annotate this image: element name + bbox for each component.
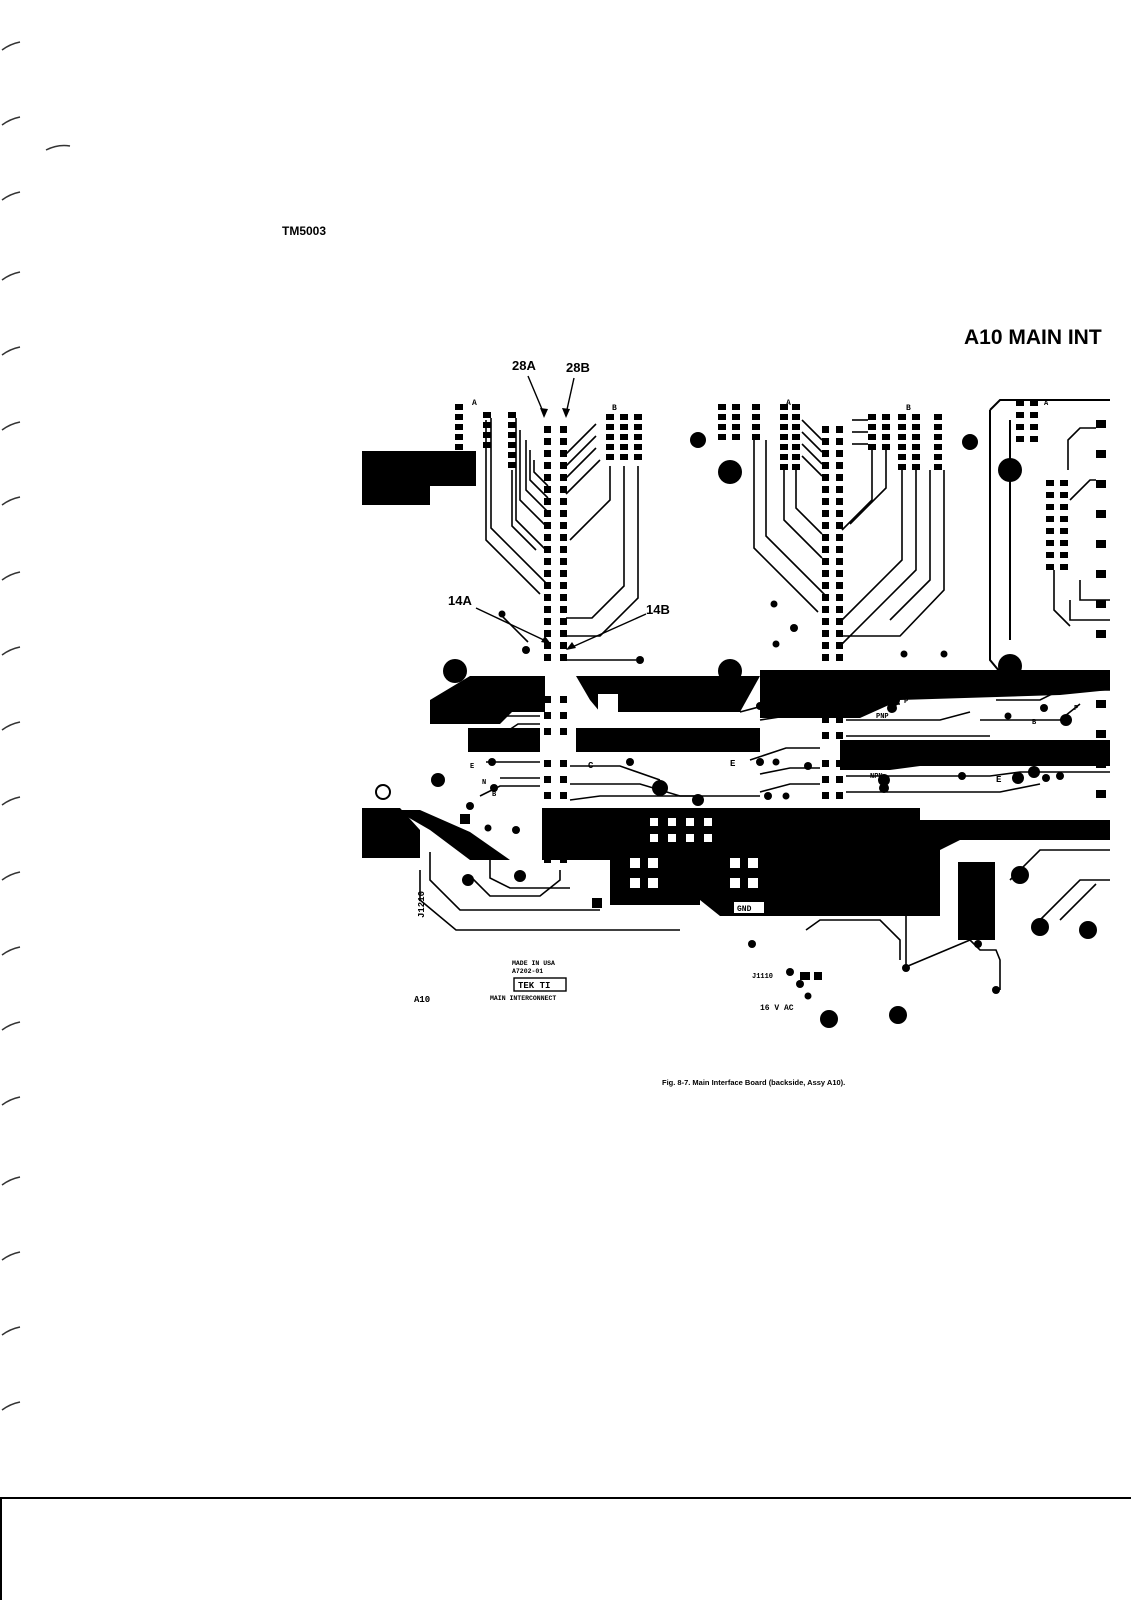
pour-pads <box>598 694 764 913</box>
chip-footprint-right-pads <box>1016 400 1106 798</box>
silk-board-name: MAIN INTERCONNECT <box>490 995 556 1002</box>
silk-pnp: PNP <box>876 713 889 721</box>
callout-14b: 14B <box>646 602 670 617</box>
connector-2-pads <box>822 426 843 863</box>
silk-16v-ac: 16 V AC <box>760 1004 794 1013</box>
page-bottom-rule <box>0 1497 1131 1499</box>
silk-pin-b-1: B <box>612 404 617 413</box>
tek-logo-frame <box>513 977 567 992</box>
mounting-hole <box>375 784 391 800</box>
sheet-title: A10 MAIN INT <box>964 326 1102 349</box>
silk-npn: NPN <box>870 773 883 781</box>
callout-28a: 28A <box>512 358 536 373</box>
silk-gnd: GND <box>737 905 752 914</box>
callout-14a: 14A <box>448 593 472 608</box>
silk-c-left: C <box>588 761 594 771</box>
silk-pin-a-2: A <box>786 399 791 408</box>
silk-p-right: P <box>1074 705 1078 713</box>
silk-j1110: J1110 <box>752 973 773 981</box>
silk-p-pnp: P <box>904 698 908 706</box>
figure-caption: Fig. 8-7. Main Interface Board (backside… <box>662 1078 846 1087</box>
pin-callout-arrowheads <box>540 408 576 650</box>
silk-pin-a-1: A <box>472 399 477 408</box>
silk-plus-8: +8 <box>636 906 646 915</box>
silk-b-left: B <box>492 791 497 799</box>
silk-tek-logo: TEK TI <box>518 981 550 991</box>
silk-e-mid: E <box>730 759 736 769</box>
silk-c-npn: C <box>862 759 868 769</box>
silk-pin-b-2: B <box>906 404 911 413</box>
silk-b-right: B <box>1032 719 1037 727</box>
page-corner-edge <box>0 1497 2 1600</box>
silk-pin-a-3: A <box>1044 400 1049 408</box>
silk-c-pnp: C <box>876 697 882 707</box>
pin-callout-leaders <box>475 375 647 649</box>
round-pads <box>431 432 1097 1028</box>
silk-made-in-usa: MADE IN USA <box>512 960 555 967</box>
silk-assembly: A10 <box>414 995 430 1005</box>
signal-traces <box>419 418 1110 990</box>
silk-e-left: E <box>470 763 474 771</box>
silk-part-number: A7202-01 <box>512 968 543 975</box>
silk-n: N <box>482 779 486 787</box>
callout-28b: 28B <box>566 360 590 375</box>
ic-pad-clusters <box>455 404 942 470</box>
silk-j1210: J1210 <box>417 891 427 918</box>
connector-1-pads <box>544 426 567 863</box>
document-id: TM5003 <box>282 224 327 238</box>
binding-marks <box>1 41 71 1411</box>
silk-e-right: E <box>996 775 1002 785</box>
